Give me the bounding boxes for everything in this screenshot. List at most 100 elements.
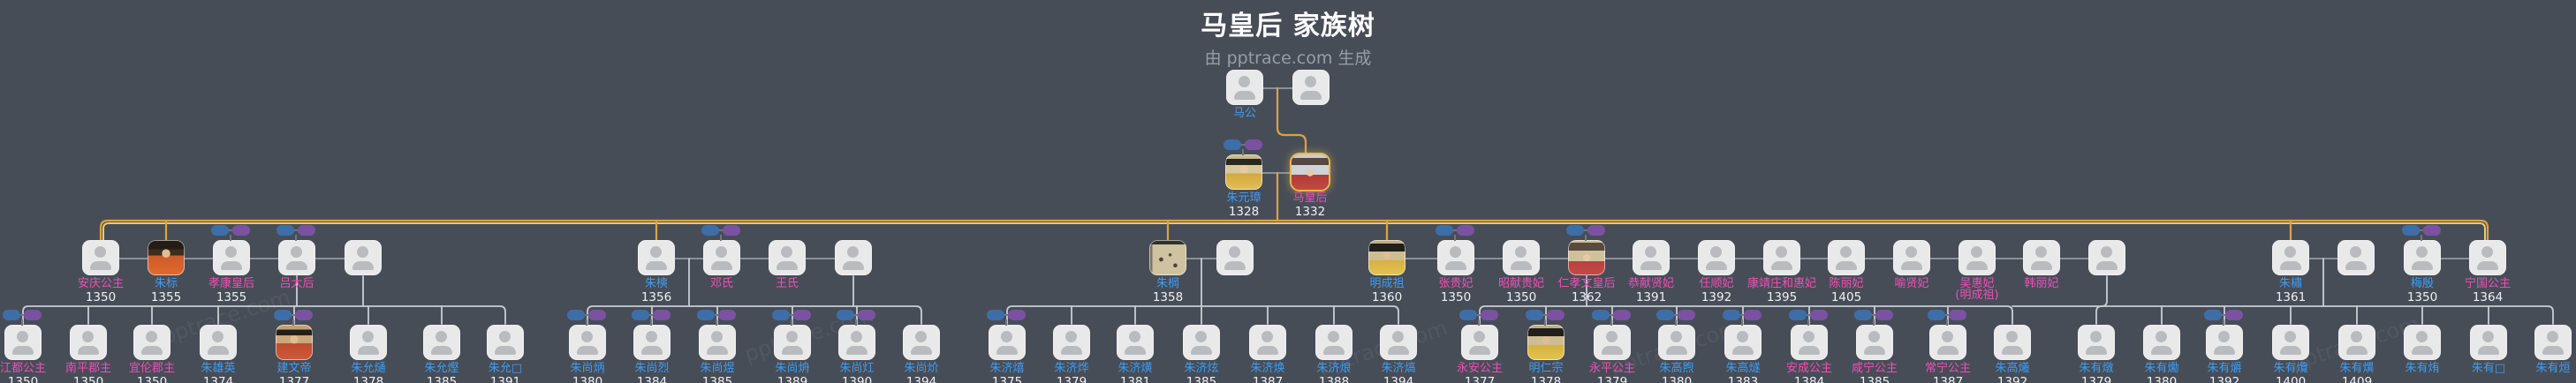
collapsed-parents-pills[interactable] xyxy=(697,310,738,326)
collapsed-parents-pills[interactable] xyxy=(274,310,314,326)
collapsed-parents-pills[interactable] xyxy=(2402,225,2443,241)
father-pill[interactable] xyxy=(837,310,854,320)
person-avatar-tile[interactable] xyxy=(1183,325,1220,360)
father-pill[interactable] xyxy=(211,225,229,236)
person-avatar-tile[interactable] xyxy=(82,240,119,275)
person-avatar-tile[interactable] xyxy=(2470,325,2507,360)
person-avatar-tile[interactable] xyxy=(1249,325,1286,360)
person-avatar-tile[interactable] xyxy=(1226,70,1263,105)
person-avatar-tile[interactable] xyxy=(2404,325,2441,360)
mother-pill[interactable] xyxy=(298,225,315,236)
collapsed-parents-pills[interactable] xyxy=(1854,310,1895,326)
person-avatar-tile[interactable] xyxy=(2337,240,2375,275)
person-avatar-tile[interactable] xyxy=(4,325,42,360)
father-pill[interactable] xyxy=(1459,310,1477,320)
father-pill[interactable] xyxy=(1592,310,1610,320)
mother-pill[interactable] xyxy=(718,310,736,320)
person-portrait-tile[interactable] xyxy=(1149,240,1186,275)
father-pill[interactable] xyxy=(2402,225,2420,236)
mother-pill[interactable] xyxy=(232,225,250,236)
person-avatar-tile[interactable] xyxy=(487,325,524,360)
collapsed-parents-pills[interactable] xyxy=(3,310,43,326)
person-avatar-tile[interactable] xyxy=(1791,325,1828,360)
mother-pill[interactable] xyxy=(1587,225,1605,236)
collapsed-parents-pills[interactable] xyxy=(2204,310,2245,326)
person-avatar-tile[interactable] xyxy=(838,325,875,360)
person-avatar-tile[interactable] xyxy=(2088,240,2125,275)
person-avatar-tile[interactable] xyxy=(699,325,736,360)
mother-pill[interactable] xyxy=(1547,310,1565,320)
mother-pill[interactable] xyxy=(1457,225,1474,236)
father-pill[interactable] xyxy=(772,310,790,320)
person-avatar-tile[interactable] xyxy=(2338,325,2375,360)
person-avatar-tile[interactable] xyxy=(1658,325,1695,360)
person-avatar-tile[interactable] xyxy=(903,325,940,360)
mother-pill[interactable] xyxy=(1949,310,1966,320)
mother-pill[interactable] xyxy=(1245,139,1262,150)
collapsed-parents-pills[interactable] xyxy=(837,310,877,326)
mother-pill[interactable] xyxy=(1678,310,1695,320)
person-avatar-tile[interactable] xyxy=(2023,240,2060,275)
person-avatar-tile[interactable] xyxy=(278,240,315,275)
person-avatar-tile[interactable] xyxy=(2143,325,2180,360)
father-pill[interactable] xyxy=(1436,225,1453,236)
father-pill[interactable] xyxy=(277,225,294,236)
person-avatar-tile[interactable] xyxy=(633,325,671,360)
collapsed-parents-pills[interactable] xyxy=(772,310,813,326)
mother-pill[interactable] xyxy=(1810,310,1828,320)
father-pill[interactable] xyxy=(1789,310,1807,320)
person-portrait-tile[interactable] xyxy=(1568,240,1605,275)
person-avatar-tile[interactable] xyxy=(345,240,382,275)
father-pill[interactable] xyxy=(1854,310,1872,320)
person-avatar-tile[interactable] xyxy=(1053,325,1090,360)
person-avatar-tile[interactable] xyxy=(2272,240,2309,275)
person-avatar-tile[interactable] xyxy=(835,240,872,275)
person-avatar-tile[interactable] xyxy=(1594,325,1631,360)
person-avatar-tile[interactable] xyxy=(2272,325,2309,360)
mother-pill[interactable] xyxy=(723,225,740,236)
person-avatar-tile[interactable] xyxy=(703,240,740,275)
person-avatar-tile[interactable] xyxy=(774,325,811,360)
person-avatar-tile[interactable] xyxy=(200,325,237,360)
collapsed-parents-pills[interactable] xyxy=(1789,310,1830,326)
person-portrait-tile[interactable] xyxy=(1368,240,1405,275)
father-pill[interactable] xyxy=(1526,310,1543,320)
mother-pill[interactable] xyxy=(858,310,875,320)
mother-pill[interactable] xyxy=(2423,225,2441,236)
person-avatar-tile[interactable] xyxy=(1437,240,1474,275)
person-avatar-tile[interactable] xyxy=(1724,325,1762,360)
mother-pill[interactable] xyxy=(24,310,42,320)
person-avatar-tile[interactable] xyxy=(1633,240,1670,275)
person-avatar-tile[interactable] xyxy=(2469,240,2506,275)
collapsed-parents-pills[interactable] xyxy=(1723,310,1763,326)
mother-pill[interactable] xyxy=(793,310,811,320)
collapsed-parents-pills[interactable] xyxy=(632,310,672,326)
mother-pill[interactable] xyxy=(295,310,313,320)
collapsed-parents-pills[interactable] xyxy=(1566,225,1607,241)
person-portrait-tile[interactable] xyxy=(1292,154,1329,190)
person-avatar-tile[interactable] xyxy=(1461,325,1498,360)
mother-pill[interactable] xyxy=(2225,310,2243,320)
mother-pill[interactable] xyxy=(1613,310,1631,320)
person-avatar-tile[interactable] xyxy=(1216,240,1254,275)
person-avatar-tile[interactable] xyxy=(2078,325,2115,360)
mother-pill[interactable] xyxy=(1481,310,1498,320)
collapsed-parents-pills[interactable] xyxy=(1224,139,1264,155)
father-pill[interactable] xyxy=(1224,139,1241,150)
person-portrait-tile[interactable] xyxy=(148,240,185,275)
person-avatar-tile[interactable] xyxy=(569,325,606,360)
father-pill[interactable] xyxy=(567,310,585,320)
collapsed-parents-pills[interactable] xyxy=(1656,310,1697,326)
person-avatar-tile[interactable] xyxy=(1994,325,2031,360)
father-pill[interactable] xyxy=(1656,310,1674,320)
mother-pill[interactable] xyxy=(653,310,671,320)
person-avatar-tile[interactable] xyxy=(2206,325,2243,360)
person-avatar-tile[interactable] xyxy=(133,325,170,360)
person-avatar-tile[interactable] xyxy=(638,240,675,275)
person-avatar-tile[interactable] xyxy=(1503,240,1540,275)
person-portrait-tile[interactable] xyxy=(1225,154,1262,190)
father-pill[interactable] xyxy=(1928,310,1945,320)
person-avatar-tile[interactable] xyxy=(350,325,387,360)
person-avatar-tile[interactable] xyxy=(1315,325,1352,360)
collapsed-parents-pills[interactable] xyxy=(277,225,317,241)
